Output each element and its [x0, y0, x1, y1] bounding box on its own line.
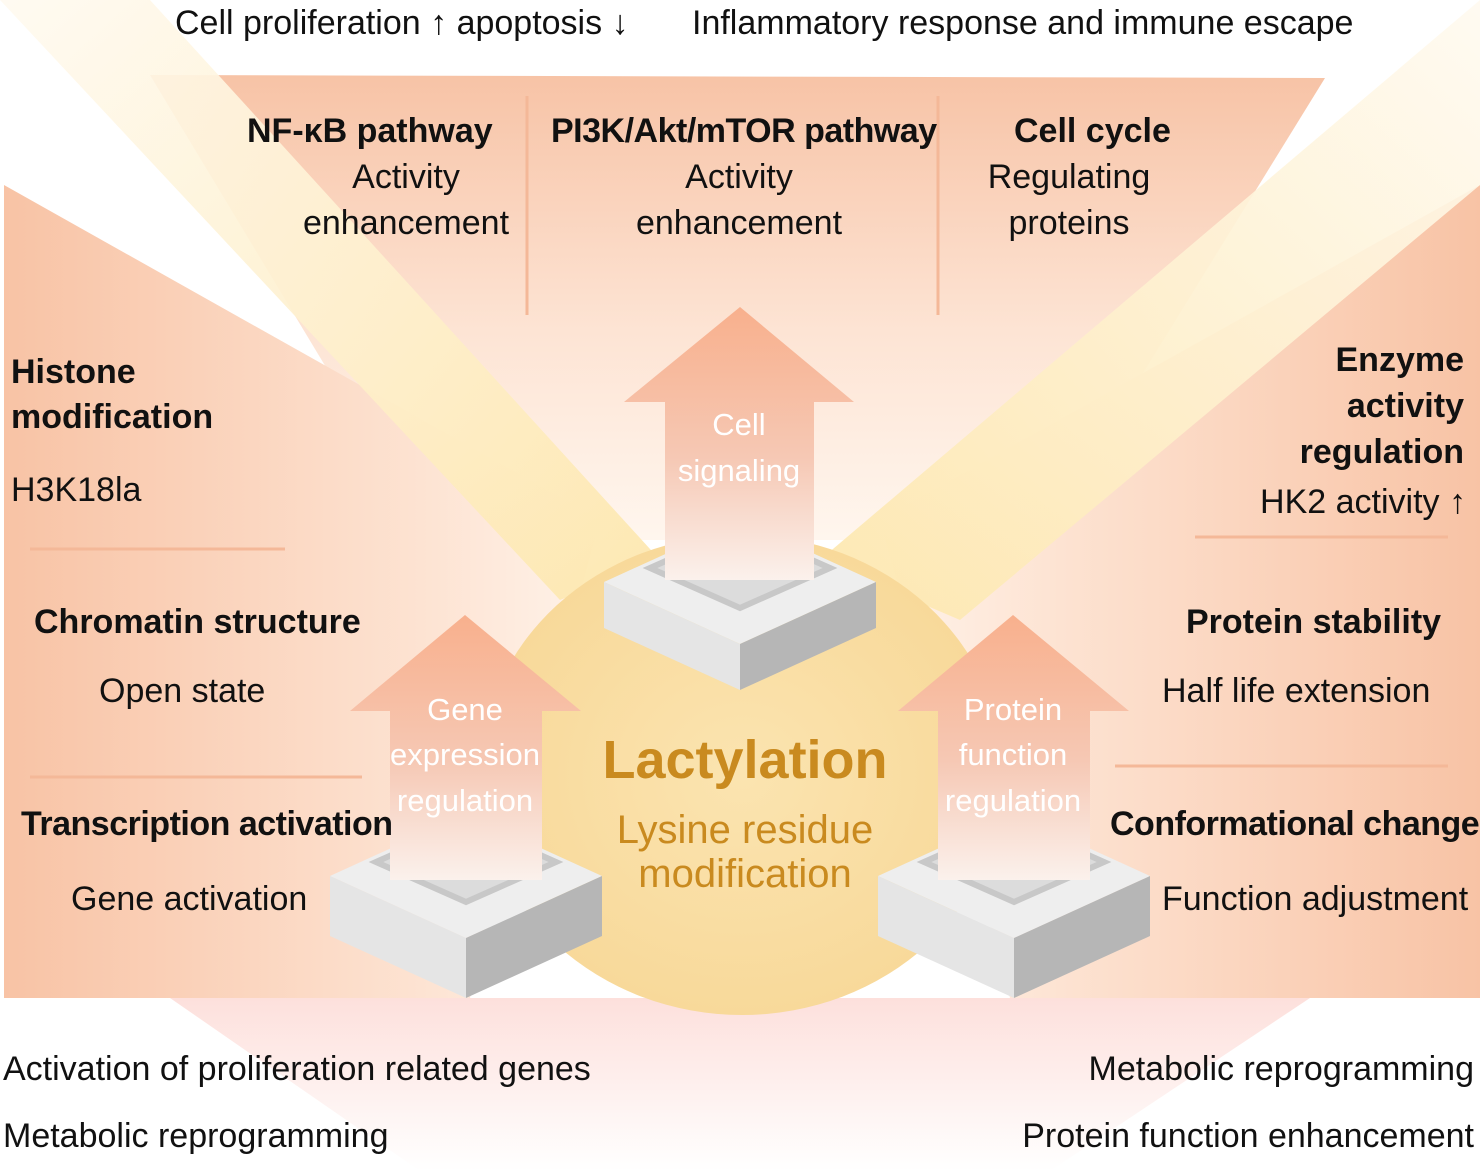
enzyme-value: HK2 activity ↑: [1260, 483, 1466, 521]
center-hub: [480, 535, 1004, 1015]
cell-cycle-line1: Regulating: [987, 158, 1151, 196]
histone-title-2: modification: [11, 398, 214, 436]
gene-expression-arrow: [350, 615, 581, 880]
left-beam: [0, 0, 660, 600]
nfkb-line2: enhancement: [302, 204, 510, 242]
cell-cycle-line2: proteins: [1008, 204, 1130, 242]
enzyme-title-2: activity: [1346, 387, 1464, 425]
top-right-outcome: Inflammatory response and immune escape: [692, 4, 1354, 42]
enzyme-title-1: Enzyme: [1335, 341, 1465, 379]
cell-signaling-label-2: signaling: [677, 453, 801, 488]
chromatin-title: Chromatin structure: [34, 603, 361, 641]
histone-value: H3K18la: [11, 471, 142, 509]
conformation-title: Conformational change: [1110, 805, 1480, 843]
conformation-value: Function adjustment: [1162, 880, 1469, 918]
pi3k-line2: enhancement: [635, 204, 843, 242]
chromatin-value: Open state: [99, 672, 266, 710]
right-beam: [820, 0, 1480, 620]
center-subtitle-2: modification: [638, 852, 852, 896]
nfkb-title: NF-κB pathway: [247, 112, 493, 150]
gene-expression-label-1: Gene: [427, 692, 503, 727]
top-left-outcome: Cell proliferation ↑ apoptosis ↓: [175, 4, 629, 42]
stability-title: Protein stability: [1186, 603, 1442, 641]
enzyme-title-3: regulation: [1299, 433, 1464, 471]
bottom-left-1: Activation of proliferation related gene…: [3, 1050, 591, 1088]
gene-expression-label-3: regulation: [396, 783, 534, 818]
bottom-right-1: Metabolic reprogramming: [1088, 1050, 1475, 1088]
center-title: Lactylation: [602, 730, 888, 790]
protein-function-label-2: function: [958, 737, 1068, 772]
histone-title-1: Histone: [11, 353, 136, 391]
protein-function-arrow: [898, 615, 1129, 880]
pi3k-title: PI3K/Akt/mTOR pathway: [551, 112, 937, 150]
transcription-title: Transcription activation: [21, 805, 393, 843]
bottom-left-2: Metabolic reprogramming: [3, 1117, 389, 1155]
protein-function-label-3: regulation: [944, 783, 1082, 818]
stability-value: Half life extension: [1162, 672, 1431, 710]
cell-signaling-label-1: Cell: [712, 407, 766, 442]
pi3k-line1: Activity: [685, 158, 793, 196]
bottom-right-2: Protein function enhancement: [1022, 1117, 1474, 1155]
cell-cycle-title: Cell cycle: [1014, 112, 1171, 150]
center-subtitle-1: Lysine residue: [616, 808, 874, 852]
bottom-panel: [170, 998, 1310, 1171]
gene-expression-label-2: expression: [390, 737, 540, 772]
protein-function-label-1: Protein: [963, 692, 1063, 727]
transcription-value: Gene activation: [71, 880, 308, 918]
nfkb-line1: Activity: [352, 158, 460, 196]
cell-signaling-arrow: [624, 307, 854, 580]
